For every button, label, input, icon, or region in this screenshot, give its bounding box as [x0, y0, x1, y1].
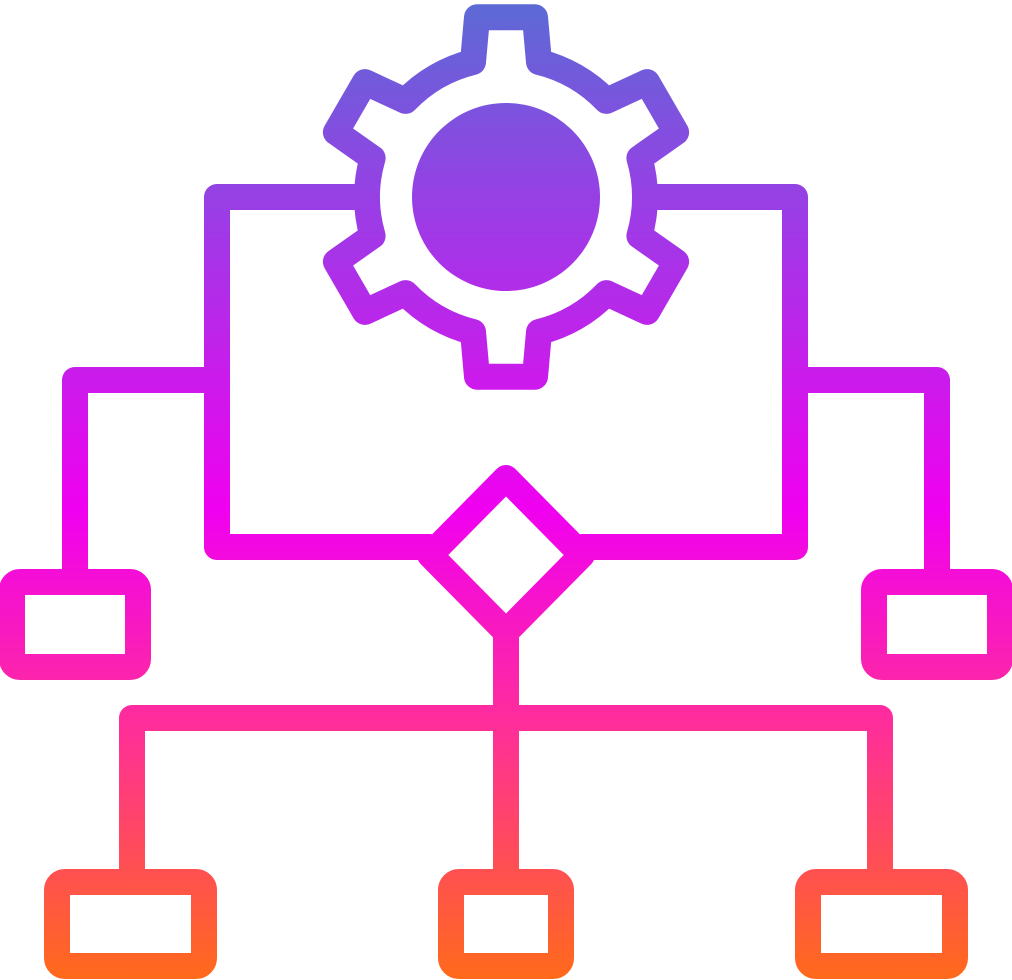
- gear-icon: [322, 4, 690, 390]
- gear-hub: [412, 103, 600, 291]
- left-branch-line: [62, 367, 230, 595]
- frame-left-connector: [204, 184, 443, 560]
- right-process-box: [861, 569, 1012, 680]
- bottom-left-process-box: [44, 869, 217, 979]
- bottom-right-process-box: [795, 869, 968, 979]
- frame-right-connector: [569, 184, 808, 560]
- right-branch-line: [782, 367, 950, 595]
- bottom-distribution-line: [119, 705, 893, 895]
- decision-diamond: [417, 465, 595, 645]
- left-process-box: [0, 569, 151, 680]
- bottom-center-process-box: [438, 869, 574, 979]
